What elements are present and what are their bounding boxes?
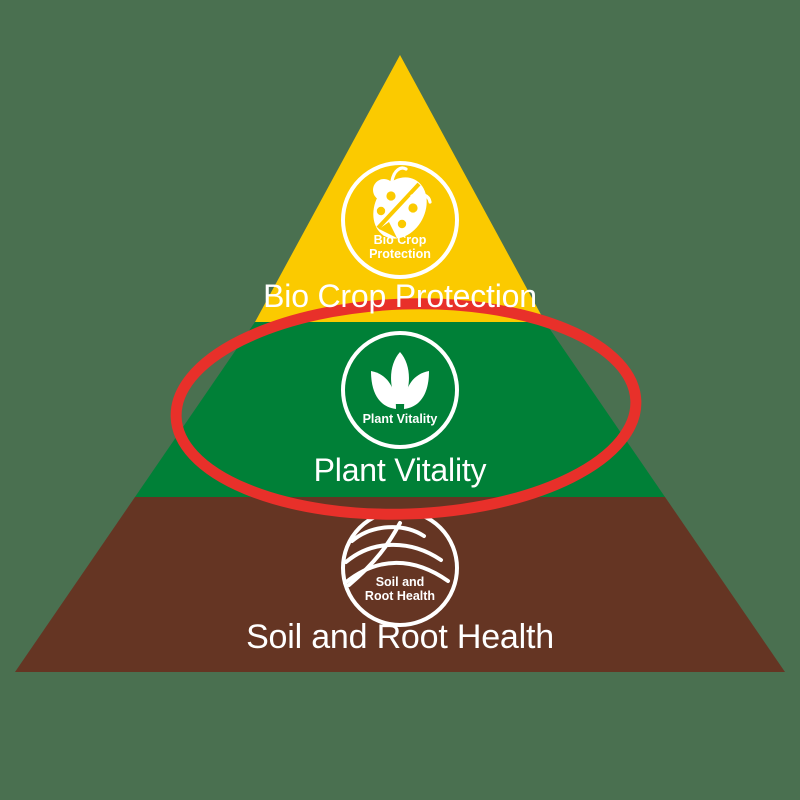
- badge-caption-bio-crop-line2: Protection: [369, 247, 431, 261]
- badge-ring-bio-crop-protection: [341, 161, 459, 279]
- badge-ring-plant-vitality: [341, 331, 459, 449]
- badge-caption-bio-crop-line1: Bio Crop: [374, 233, 427, 247]
- pyramid-band-label-bio-crop-protection: Bio Crop Protection: [263, 278, 537, 314]
- badge-bio-crop-protection[interactable]: Bio Crop Protection: [341, 161, 459, 279]
- pyramid-band-soil-and-root-health[interactable]: [15, 497, 785, 672]
- pyramid-band-plant-vitality[interactable]: [135, 322, 665, 497]
- badge-caption-plant-vitality: Plant Vitality: [363, 412, 438, 426]
- sprout-leaves-icon: [371, 352, 429, 409]
- badge-caption-soil-line2: Root Health: [365, 589, 435, 603]
- pyramid-band-label-plant-vitality: Plant Vitality: [313, 452, 487, 488]
- badge-plant-vitality[interactable]: Plant Vitality: [341, 331, 459, 449]
- pyramid-band-label-soil-and-root-health: Soil and Root Health: [246, 618, 554, 656]
- plant-vitality-highlight-ellipse[interactable]: [170, 296, 642, 522]
- ladybug-icon: [373, 166, 432, 239]
- soil-furrows-icon: [343, 521, 450, 587]
- badge-caption-soil-line1: Soil and: [376, 575, 425, 589]
